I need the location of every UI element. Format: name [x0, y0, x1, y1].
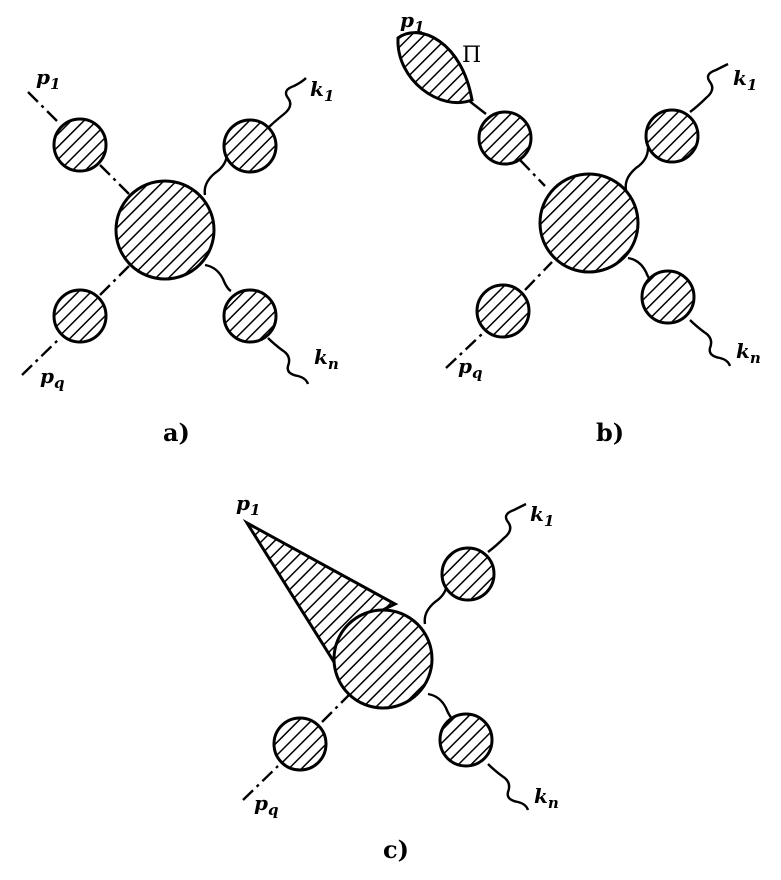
diagram-c-label-pq: pq: [254, 791, 278, 819]
diagram-b-label-pq: pq: [458, 354, 482, 382]
diagram-a-label-p1: p1: [36, 65, 60, 93]
diagram-b-propagator-blob-k1: [644, 108, 700, 164]
diagram-a-outgoing-wave-top: [203, 77, 307, 196]
diagram-b-vertex-blob: [538, 172, 640, 274]
diagram-c-caption: c): [383, 835, 409, 864]
diagram-a-incoming-line-bottom: [21, 264, 131, 376]
diagram-a-label-k1: k1: [310, 77, 334, 105]
diagram-a-vertex-blob: [114, 179, 216, 281]
diagram-b-self-energy-link: [467, 99, 487, 115]
diagram-b: p1 Π pq k1 kn b): [396, 8, 761, 447]
diagram-b-label-p1: p1: [400, 8, 424, 36]
diagram-b-self-energy-label: Π: [462, 43, 481, 68]
diagram-b-propagator-blob-pq: [475, 283, 531, 339]
diagram-b-incoming-line-top: [519, 159, 546, 187]
diagram-a-outgoing-wave-bottom: [204, 263, 310, 385]
diagram-a-propagator-blob-kn: [222, 288, 278, 344]
diagram-b-label-kn: kn: [736, 339, 761, 367]
diagram-a-label-kn: kn: [314, 345, 339, 373]
diagram-b-incoming-line-bottom: [445, 261, 553, 369]
diagram-c-label-kn: kn: [534, 784, 559, 812]
diagram-c-propagator-blob-pq: [272, 716, 328, 772]
diagram-b-label-k1: k1: [733, 66, 757, 94]
diagram-b-propagator-blob-p1: [477, 110, 533, 166]
diagram-a-propagator-blob-k1: [222, 118, 278, 174]
diagram-a: p1 pq k1 kn a): [21, 65, 339, 447]
diagram-a-label-pq: pq: [40, 364, 64, 392]
diagram-b-outgoing-wave-top: [624, 62, 729, 191]
diagram-b-self-energy-blob: [396, 31, 474, 104]
diagram-c-propagator-blob-k1: [440, 546, 496, 602]
diagram-c-label-k1: k1: [530, 502, 554, 530]
diagram-c-incoming-line-bottom: [242, 691, 353, 801]
diagram-b-caption: b): [596, 418, 624, 447]
diagram-a-incoming-line-top: [27, 91, 131, 196]
diagram-c-label-p1: p1: [236, 491, 260, 519]
diagram-c-vertex-blob: [332, 608, 434, 710]
diagram-a-caption: a): [163, 418, 190, 447]
diagram-c: p1 pq k1 kn c): [236, 491, 559, 864]
diagram-c-propagator-blob-kn: [438, 712, 494, 768]
diagram-a-propagator-blob-p1: [52, 117, 108, 173]
diagram-b-propagator-blob-kn: [640, 269, 696, 325]
diagram-a-propagator-blob-pq: [52, 288, 108, 344]
